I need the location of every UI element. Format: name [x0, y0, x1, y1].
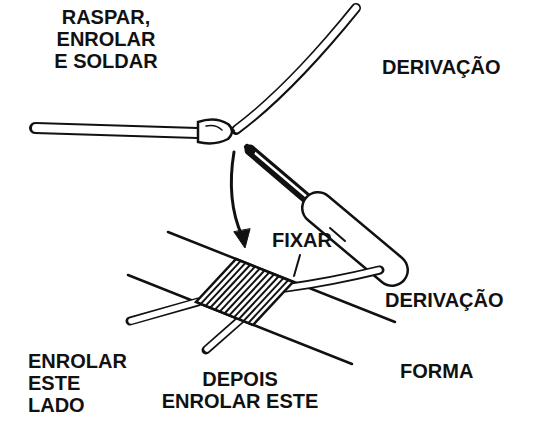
winding-turn [248, 280, 288, 323]
step-label: ENROLAR ESTE LADO [28, 350, 134, 416]
winding-turn [244, 278, 284, 321]
step-label: DEPOIS ENROLAR ESTE [156, 368, 324, 412]
coil-winding [196, 259, 293, 325]
fix-label: FIXAR [272, 229, 352, 251]
instruction-label: RASPAR, ENROLAR E SOLDAR [50, 6, 162, 72]
form-label: FORMA [400, 360, 500, 382]
tap-label: DERIVAÇÃO [385, 289, 545, 311]
coil-form [128, 232, 395, 364]
tap-label: DERIVAÇÃO [382, 56, 542, 78]
